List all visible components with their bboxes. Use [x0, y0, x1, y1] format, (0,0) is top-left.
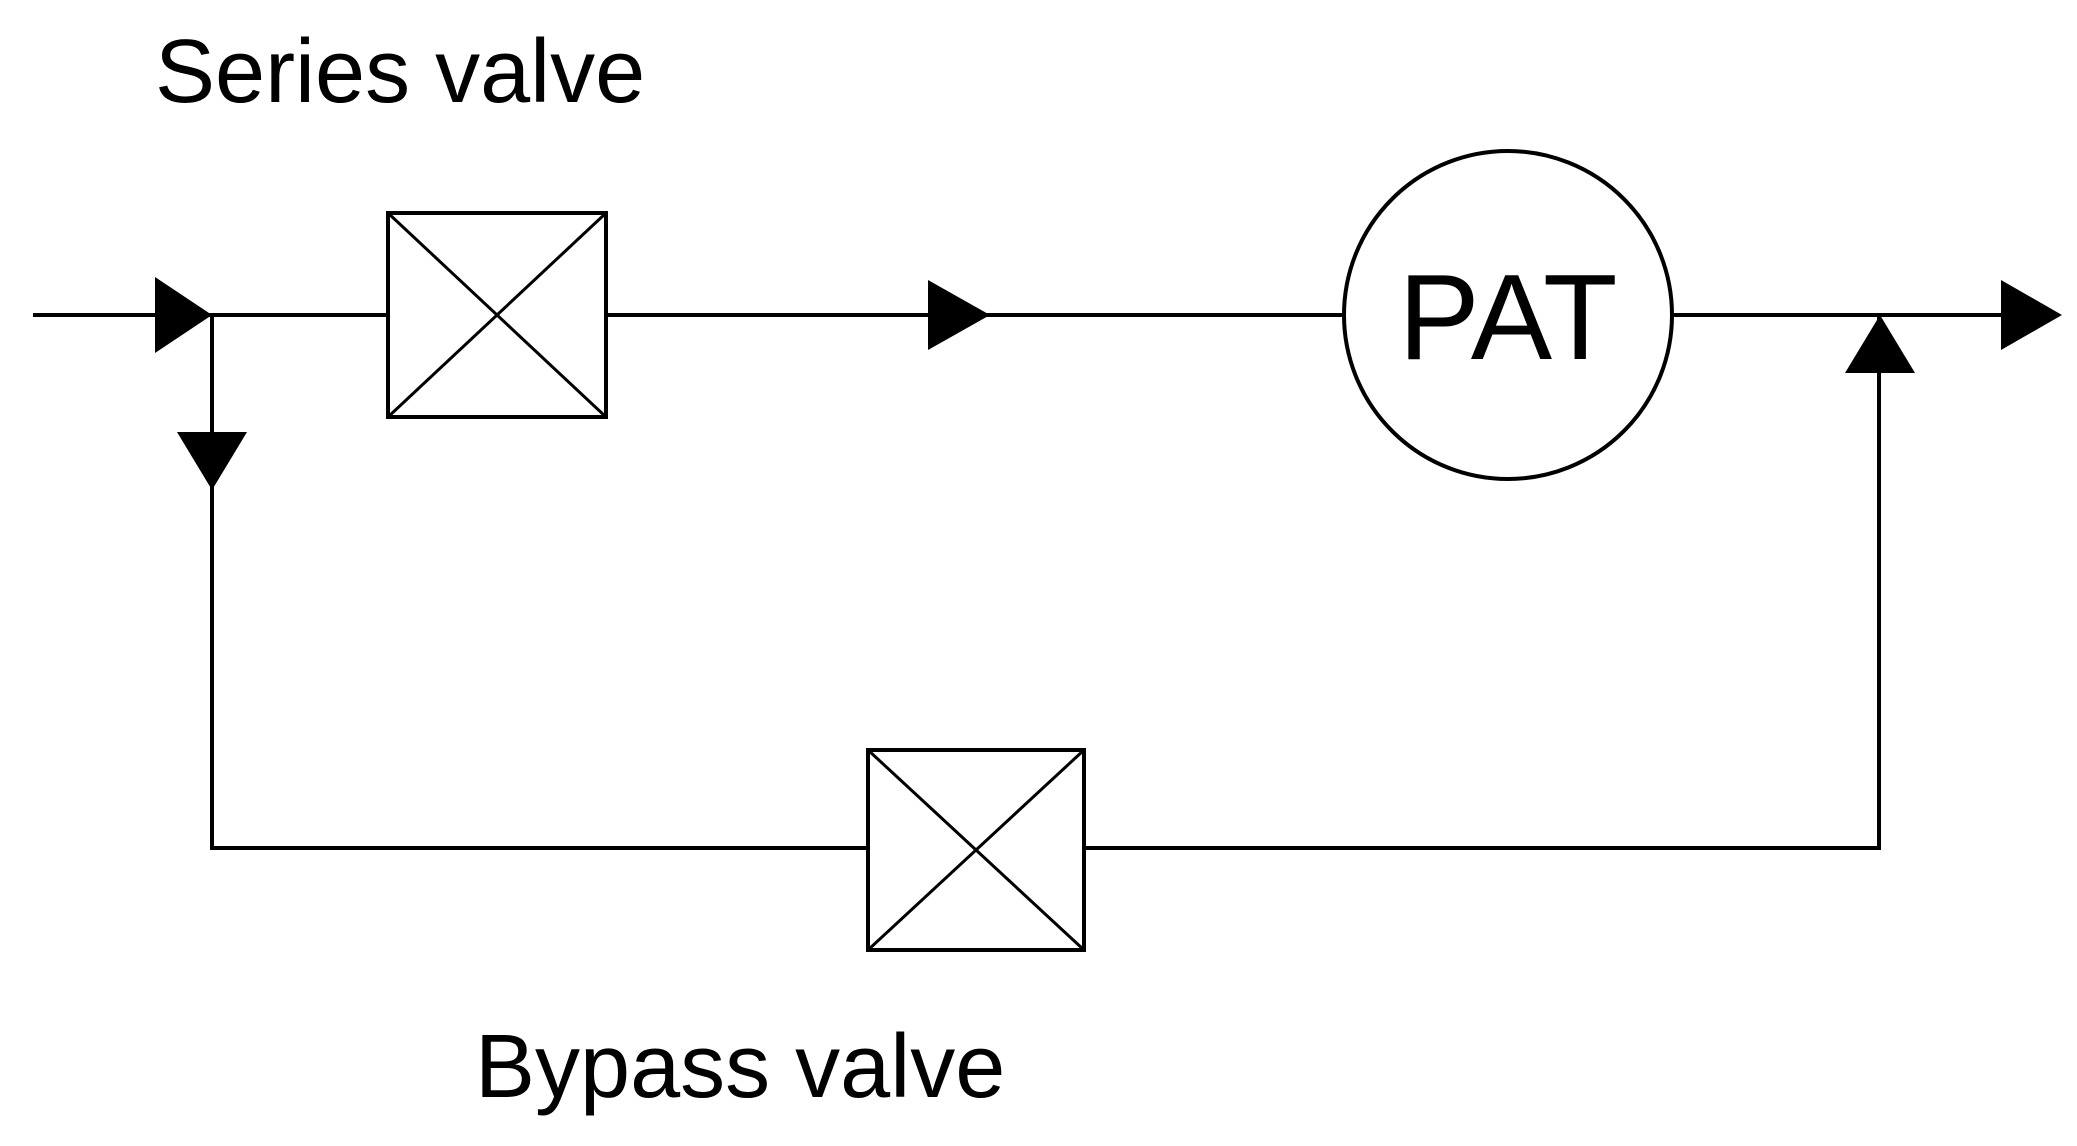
bypass-valve-icon [866, 748, 1086, 952]
inlet-flow-arrow-icon [155, 277, 212, 353]
pat-unit: PAT [1342, 149, 1674, 481]
series-valve-label: Series valve [155, 22, 645, 122]
series-valve-icon [386, 211, 608, 419]
pat-label: PAT [1398, 249, 1617, 385]
pat-circle-icon [1342, 149, 1674, 481]
bypass-down-arrow-icon [177, 432, 247, 490]
series-flow-arrow-icon [928, 280, 990, 350]
bypass-valve-label: Bypass valve [475, 1017, 1005, 1117]
bypass-up-arrow-icon [1845, 315, 1915, 373]
outlet-flow-arrow-icon [2001, 280, 2062, 350]
